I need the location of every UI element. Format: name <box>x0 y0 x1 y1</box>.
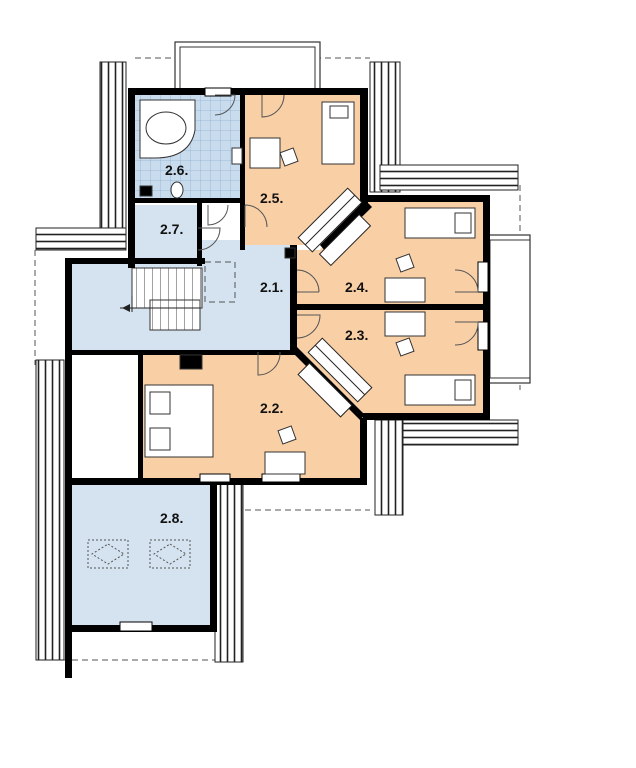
beds <box>144 101 476 458</box>
roof-windows <box>297 187 373 418</box>
room-label-2-7: 2.7. <box>160 221 183 237</box>
room-label-2-1: 2.1. <box>260 279 283 295</box>
doors <box>197 94 479 376</box>
windows <box>119 87 489 632</box>
bathroom-fixtures <box>139 99 243 199</box>
room-label-2-2: 2.2. <box>260 400 283 416</box>
room-label-2-5: 2.5. <box>260 190 283 206</box>
desks-chairs <box>179 137 426 475</box>
skylights-2-8 <box>87 539 191 569</box>
balcony-top <box>174 41 321 91</box>
room-label-2-4: 2.4. <box>345 279 368 295</box>
staircase <box>120 261 236 331</box>
room-label-2-8: 2.8. <box>160 510 183 526</box>
room-label-2-3: 2.3. <box>345 327 368 343</box>
balcony-right <box>484 234 531 384</box>
room-label-2-6: 2.6. <box>165 162 188 178</box>
